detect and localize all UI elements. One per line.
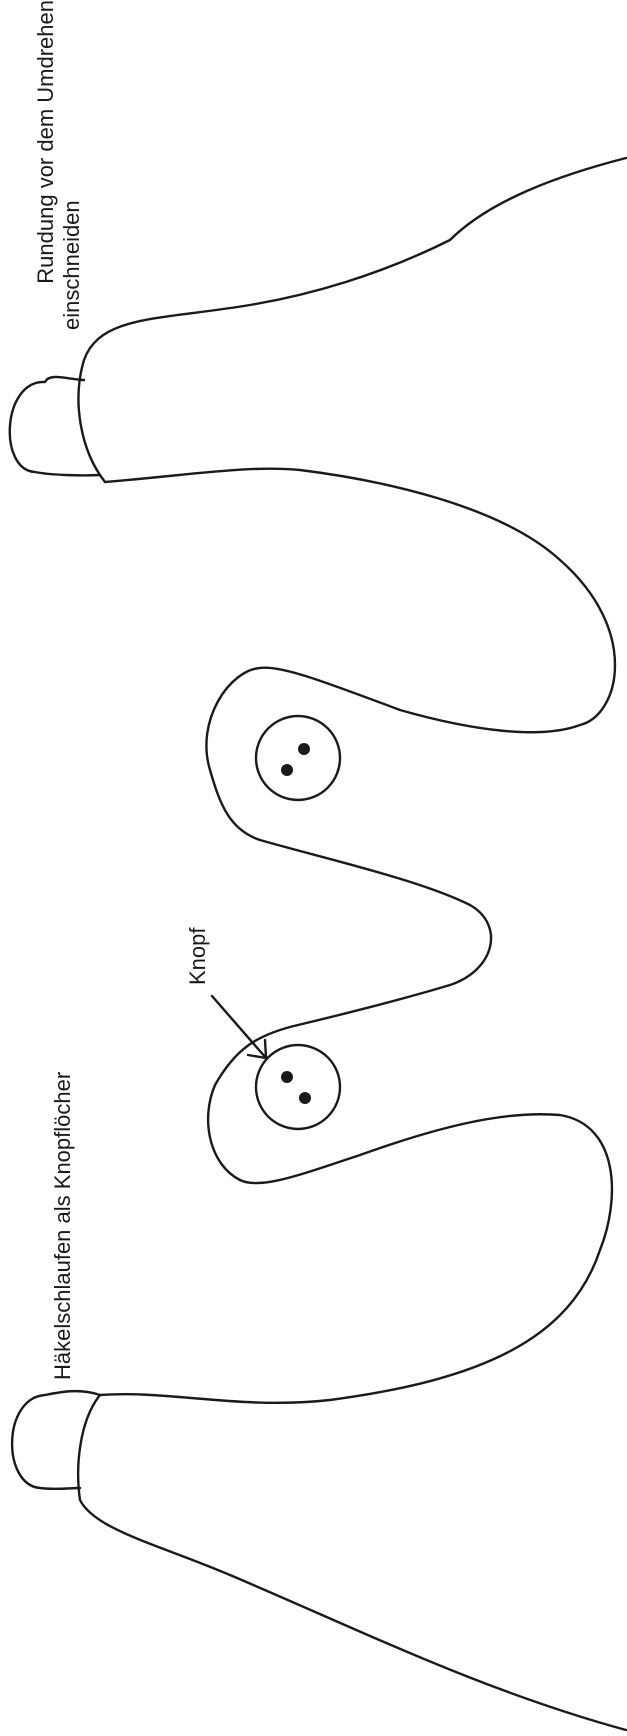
button-pointer-arrow [210, 994, 268, 1060]
button-lower-hole-1 [281, 1071, 293, 1083]
fabric-outline [77, 156, 627, 1732]
button-lower [254, 1043, 342, 1131]
button-upper-hole-1 [298, 743, 310, 755]
tab-top [8, 375, 102, 477]
label-cut-rounding: Rundung vor dem Umdrehen [33, 0, 58, 284]
arrow-shaft [210, 994, 268, 1060]
tab-bottom [10, 1389, 102, 1491]
button-upper-hole-2 [281, 764, 293, 776]
button-upper [254, 714, 342, 802]
button-lower-rim [254, 1043, 342, 1131]
label-button: Knopf [185, 927, 210, 985]
button-lower-hole-2 [299, 1092, 311, 1104]
button-upper-rim [254, 714, 342, 802]
label-crochet-loops: Häkelschlaufen als Knopflöcher [50, 1072, 75, 1380]
arrow-head [246, 1038, 268, 1060]
label-cut-rounding-line2: einschneiden [59, 200, 84, 330]
